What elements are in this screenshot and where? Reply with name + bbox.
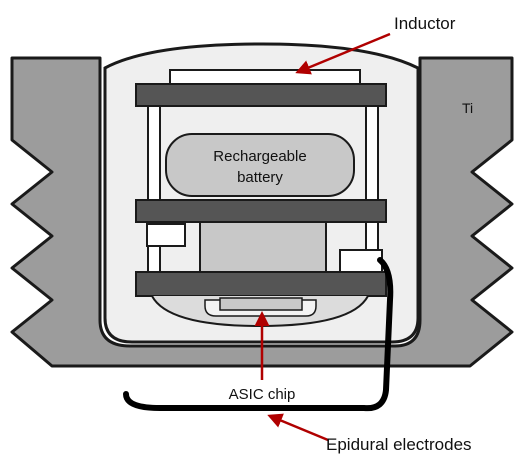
electrodes-arrow	[267, 413, 329, 442]
asic-label: ASIC chip	[229, 386, 296, 403]
central-block	[199, 221, 327, 273]
connector-block	[339, 249, 383, 273]
electrode-lead	[123, 257, 394, 412]
rechargeable-battery	[165, 133, 355, 197]
bottom-plate	[135, 271, 387, 297]
electrodes-label: Epidural electrodes	[326, 435, 472, 454]
asic-chip	[219, 297, 303, 311]
left-post	[147, 105, 161, 275]
small-component-left	[146, 223, 186, 247]
battery-label-line1: Rechargeable	[213, 148, 306, 165]
titanium-housing	[10, 56, 514, 368]
right-post	[365, 105, 379, 275]
inductor-label: Inductor	[394, 14, 456, 33]
middle-plate	[135, 199, 387, 223]
inductor-arrow	[295, 32, 391, 75]
battery-label-line2: battery	[237, 169, 283, 186]
titanium-label: Ti	[462, 100, 473, 116]
top-plate	[135, 83, 387, 107]
